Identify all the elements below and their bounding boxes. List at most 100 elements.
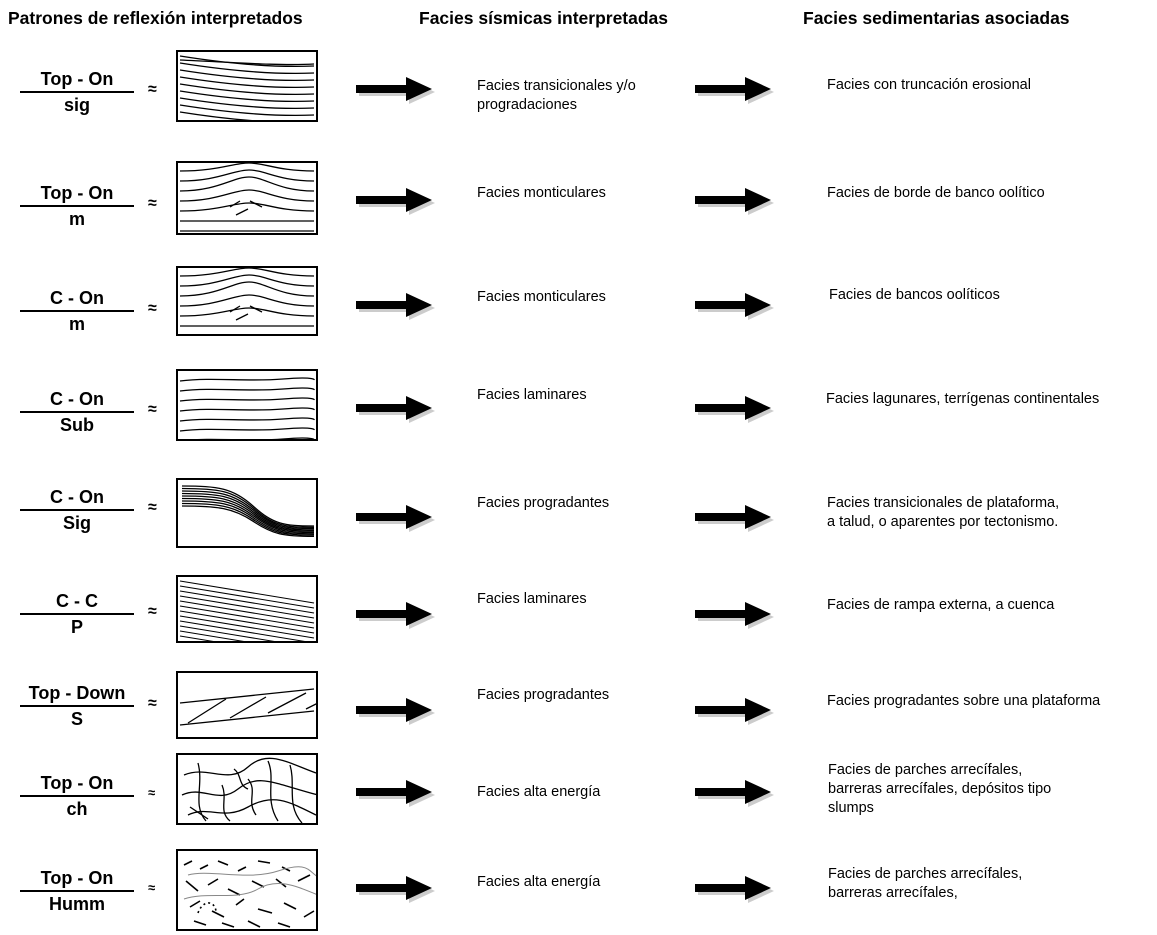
reflection-pattern-fraction: Top - On Humm [16,867,138,915]
approx-symbol: ≈ [148,195,157,212]
fraction-denominator: m [68,209,85,229]
fraction-denominator: ch [66,799,88,819]
reflection-pattern-fraction: C - On Sig [16,486,138,534]
reflection-pattern-fraction: Top - On ch [16,772,138,820]
fraction-denominator: sig [63,95,90,115]
fraction-numerator: Top - On [40,868,114,888]
fraction-denominator: Sig [62,513,91,533]
approx-symbol: ≈ [148,300,157,317]
hummocky-icon [176,849,319,931]
facies-row: C - On Sig ≈ Facies progradantes Facies tran… [0,472,1157,562]
fraction-bar [20,705,134,707]
oblique-icon [176,671,319,739]
sedimentary-facies-text: Facies de rampa externa, a cuenca [827,597,1055,613]
fraction-bar [20,613,134,615]
arrow-right-icon [355,697,437,727]
sedimentary-facies-text: Facies lagunares, terrígenas continental… [826,391,1100,407]
fraction-numerator: C - On [50,288,104,308]
fraction-numerator: Top - On [40,183,114,203]
truncation-icon [176,50,318,124]
facies-row: Top - On sig ≈ Facies transicionales y/o pr… [0,48,1157,138]
arrow-right-icon [355,779,437,809]
fraction-bar [20,509,134,511]
fraction-bar [20,411,134,413]
facies-row: C - C P ≈ Facies laminares Facies de rampa e… [0,570,1157,660]
sedimentary-facies-text: Facies transicionales de plataforma, a t… [827,495,1060,530]
facies-row: C - On m ≈ Facies monticulares Facies de ban… [0,265,1157,355]
seismic-facies-text: Facies laminares [477,591,587,607]
arrow-right-icon [694,875,776,905]
fraction-numerator: C - On [50,389,104,409]
sedimentary-facies-text: Facies de bancos oolíticos [829,287,1000,303]
approx-symbol: ≈ [148,603,157,620]
arrow-right-icon [694,292,776,322]
fraction-denominator: m [68,314,85,334]
seismic-facies-text: Facies laminares [477,387,587,403]
seismic-facies-text: Facies transicionales y/o progradaciones [477,78,636,113]
header-seismic-facies: Facies sísmicas interpretadas [419,8,669,28]
facies-row: Top - On Humm ≈ Facies alta energía Facies d… [0,845,1157,935]
arrow-right-icon [694,187,776,217]
arrow-right-icon [355,601,437,631]
fraction-numerator: C - On [50,487,104,507]
seismic-facies-text: Facies alta energía [477,784,601,800]
fraction-bar [20,310,134,312]
fraction-denominator: P [70,617,83,637]
fraction-bar [20,795,134,797]
reflection-pattern-fraction: Top - On m [16,182,138,230]
arrow-right-icon [355,395,437,425]
chaotic-icon [176,753,319,825]
seismic-facies-text: Facies monticulares [477,185,606,201]
seismic-facies-text: Facies progradantes [477,687,610,703]
approx-symbol: ≈ [148,81,157,98]
reflection-pattern-fraction: C - On Sub [16,388,138,436]
sedimentary-facies-text: Facies de parches arrecífales, barreras … [828,762,1052,816]
arrow-right-icon [694,697,776,727]
approx-symbol: ≈ [148,880,156,895]
fraction-denominator: Sub [60,415,94,435]
reflection-pattern-fraction: C - On m [16,287,138,335]
approx-symbol: ≈ [148,499,157,516]
sedimentary-facies-text: Facies progradantes sobre una plataforma [827,693,1101,709]
fraction-numerator: Top - On [40,773,114,793]
header-sedimentary-facies: Facies sedimentarias asociadas [803,8,1070,28]
sedimentary-facies-text: Facies de parches arrecífales, barreras … [828,866,1023,901]
mound-icon [176,266,318,337]
sedimentary-facies-text: Facies de borde de banco oolítico [827,185,1045,201]
arrow-right-icon [694,395,776,425]
arrow-right-icon [694,76,776,106]
arrow-right-icon [355,76,437,106]
fraction-bar [20,890,134,892]
seismic-facies-text: Facies monticulares [477,289,606,305]
mound-icon [176,161,318,235]
fraction-numerator: Top - On [40,69,114,89]
approx-symbol: ≈ [148,401,157,418]
header-reflection-patterns: Patrones de reflexión interpretados [8,8,303,28]
subparallel-icon [176,369,318,442]
fraction-numerator: Top - Down [28,683,126,703]
fraction-bar [20,91,134,93]
arrow-right-icon [355,187,437,217]
facies-row: Top - On m ≈ Facies monticulares Facies de b… [0,160,1157,250]
arrow-right-icon [355,504,437,534]
arrow-right-icon [355,875,437,905]
seismic-facies-text: Facies progradantes [477,495,610,511]
facies-row: Top - On ch ≈ Facies alta energía Facies de … [0,750,1157,840]
arrow-right-icon [694,601,776,631]
approx-symbol: ≈ [148,785,156,800]
facies-row: C - On Sub ≈ Facies laminares Facies lagunar… [0,368,1157,458]
fraction-bar [20,205,134,207]
approx-symbol: ≈ [148,695,157,712]
arrow-right-icon [694,504,776,534]
fraction-denominator: Humm [48,894,105,914]
reflection-pattern-fraction: Top - On sig [16,68,138,116]
parallel-icon [176,575,318,659]
arrow-right-icon [355,292,437,322]
reflection-pattern-fraction: C - C P [16,590,138,638]
fraction-denominator: S [70,709,83,729]
seismic-facies-text: Facies alta energía [477,874,601,890]
arrow-right-icon [694,779,776,809]
fraction-numerator: C - C [56,591,98,611]
sedimentary-facies-text: Facies con truncación erosional [827,77,1031,93]
